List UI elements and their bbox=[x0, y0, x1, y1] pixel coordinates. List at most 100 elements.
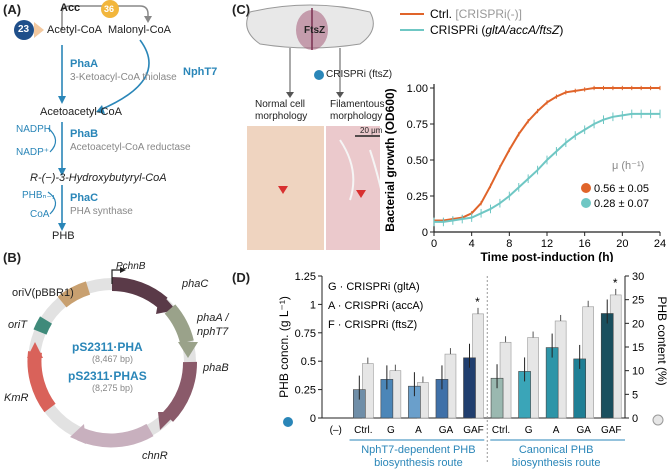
acetyl-badge-number: 23 bbox=[18, 24, 30, 35]
mu-value-0: 0.56 ± 0.05 bbox=[594, 183, 649, 195]
x-tick-label: 24 bbox=[654, 238, 666, 250]
right-axis-title: PHB content (%) bbox=[655, 296, 669, 385]
category-label: A bbox=[415, 425, 422, 436]
category-label: Ctrl. bbox=[354, 425, 372, 436]
chnR-arc bbox=[77, 423, 154, 448]
phb-product-label: PHB bbox=[52, 230, 75, 242]
nadph-label: NADPH bbox=[16, 124, 52, 135]
cell-illustration bbox=[246, 4, 380, 250]
acc-badge-number: 36 bbox=[104, 4, 115, 14]
category-label: A bbox=[553, 425, 560, 436]
phaB-gene-label: phaB bbox=[203, 362, 229, 374]
left-tick-label: 0.25 bbox=[295, 385, 316, 397]
significance-marker: * bbox=[475, 295, 480, 309]
x-axis-title: Time post-induction (h) bbox=[480, 250, 613, 262]
oriT-label: oriT bbox=[8, 319, 27, 331]
left-axis-title: PHB concn. (g L⁻¹) bbox=[277, 296, 291, 398]
acetyl-coa-label: Acetyl-CoA bbox=[47, 24, 103, 36]
mu-marker-1 bbox=[581, 198, 591, 208]
category-label: GA bbox=[576, 425, 591, 436]
hb-coa-label: R-(−)-3-Hydroxybutyryl-CoA bbox=[30, 172, 167, 184]
right-tick-label: 30 bbox=[632, 271, 644, 283]
category-label: G bbox=[525, 425, 533, 436]
y-tick-label: 0.50 bbox=[407, 155, 428, 167]
panel-label-b: (B) bbox=[3, 250, 22, 265]
concn-bar bbox=[600, 313, 614, 419]
plasmid-name-1: pS2311·PHA bbox=[72, 340, 143, 354]
y-tick-label: 1.00 bbox=[407, 83, 428, 95]
pathway-arrows bbox=[14, 0, 152, 231]
left-tick-label: 1 bbox=[310, 299, 316, 311]
mu-value-1: 0.28 ± 0.07 bbox=[594, 198, 649, 210]
mu-marker-0 bbox=[581, 183, 591, 193]
phaB-label: PhaB bbox=[70, 128, 99, 140]
normal-morphology-label: morphology bbox=[255, 111, 308, 122]
KmR-gene-label: KmR bbox=[4, 392, 29, 404]
x-tick-label: 16 bbox=[579, 238, 591, 250]
y-tick-label: 0.25 bbox=[407, 191, 428, 203]
ftsz-label: FtsZ bbox=[304, 25, 326, 36]
phaC-label: PhaC bbox=[70, 192, 99, 204]
right-axis-marker bbox=[652, 414, 664, 426]
filamentous-label: Filamentous bbox=[330, 99, 385, 110]
left-tick-label: 0.75 bbox=[295, 328, 316, 340]
plasmid-size-1: (8,467 bp) bbox=[92, 354, 134, 364]
x-tick-label: 0 bbox=[431, 238, 437, 250]
mu-title: μ (h⁻¹) bbox=[612, 160, 644, 172]
left-tick-label: 0.5 bbox=[301, 356, 316, 368]
oriV-arc bbox=[57, 281, 91, 308]
PchnB-label: PchnB bbox=[116, 261, 146, 272]
phaA-description: 3-Ketoacyl-CoA thiolase bbox=[70, 72, 177, 83]
phaB-description: Acetoacetyl-CoA reductase bbox=[70, 142, 191, 153]
malonyl-coa-label: Malonyl-CoA bbox=[108, 24, 171, 36]
phaA-label: PhaA bbox=[70, 58, 99, 70]
scale-bar-label: 20 μm bbox=[360, 126, 383, 135]
concn-bar bbox=[545, 347, 559, 419]
category-label: G bbox=[387, 425, 395, 436]
left-tick-label: 0 bbox=[310, 413, 316, 425]
x-tick-label: 4 bbox=[469, 238, 475, 250]
normal-cell-label: Normal cell bbox=[255, 99, 306, 110]
group-label-1b: biosynthesis route bbox=[374, 457, 463, 469]
legend-label-1: CRISPRi (gltA/accA/ftsZ) bbox=[430, 23, 563, 37]
oriV-label: oriV(pBBR1) bbox=[12, 287, 74, 299]
acetoacetyl-coa-label: Acetoacetyl-CoA bbox=[40, 106, 122, 118]
category-label: (–) bbox=[330, 425, 342, 436]
phaC-description: PHA synthase bbox=[70, 206, 133, 217]
category-label: GAF bbox=[463, 425, 484, 436]
right-tick-label: 0 bbox=[632, 413, 638, 425]
acc-label: Acc bbox=[60, 2, 81, 14]
nphT7-label: NphT7 bbox=[183, 66, 218, 78]
nadp-label: NADP⁺ bbox=[16, 147, 50, 158]
group-label-1: NphT7-dependent PHB bbox=[361, 444, 475, 456]
group-label-2b: biosynthesis route bbox=[512, 457, 601, 469]
x-tick-label: 8 bbox=[506, 238, 512, 250]
plasmid-map bbox=[27, 267, 198, 448]
oriT-arc bbox=[33, 316, 53, 335]
panel-label-a: (A) bbox=[3, 2, 22, 17]
x-tick-label: 20 bbox=[616, 238, 628, 250]
bar-legend-1: A · CRISPRi (accA) bbox=[328, 300, 423, 312]
legend-label-0: Ctrl. [CRISPRi(-)] bbox=[430, 7, 522, 21]
chnR-gene-label: chnR bbox=[142, 450, 168, 462]
phaC-gene-label: phaC bbox=[182, 278, 209, 290]
bar-legend-2: F · CRISPRi (ftsZ) bbox=[328, 319, 417, 331]
right-tick-label: 20 bbox=[632, 318, 644, 330]
left-axis-marker bbox=[283, 417, 293, 427]
y-tick-label: 0 bbox=[422, 227, 428, 239]
significance-marker: * bbox=[613, 276, 618, 290]
group-label-2: Canonical PHB bbox=[519, 444, 594, 456]
phaA-gene-label: phaA / bbox=[197, 312, 229, 324]
category-label: GAF bbox=[601, 425, 622, 436]
filamentous-morphology-label: morphology bbox=[330, 111, 383, 122]
coa-label: CoA bbox=[30, 209, 50, 220]
category-label: GA bbox=[439, 425, 454, 436]
category-label: Ctrl. bbox=[492, 425, 510, 436]
right-tick-label: 25 bbox=[632, 295, 644, 307]
panel-label-c: (C) bbox=[232, 2, 251, 17]
phb-n1-label: PHBₙ₋₁ bbox=[22, 190, 56, 201]
crispri-ftsz-label: CRISPRi (ftsZ) bbox=[326, 69, 393, 80]
panel-label-d: (D) bbox=[232, 270, 251, 285]
